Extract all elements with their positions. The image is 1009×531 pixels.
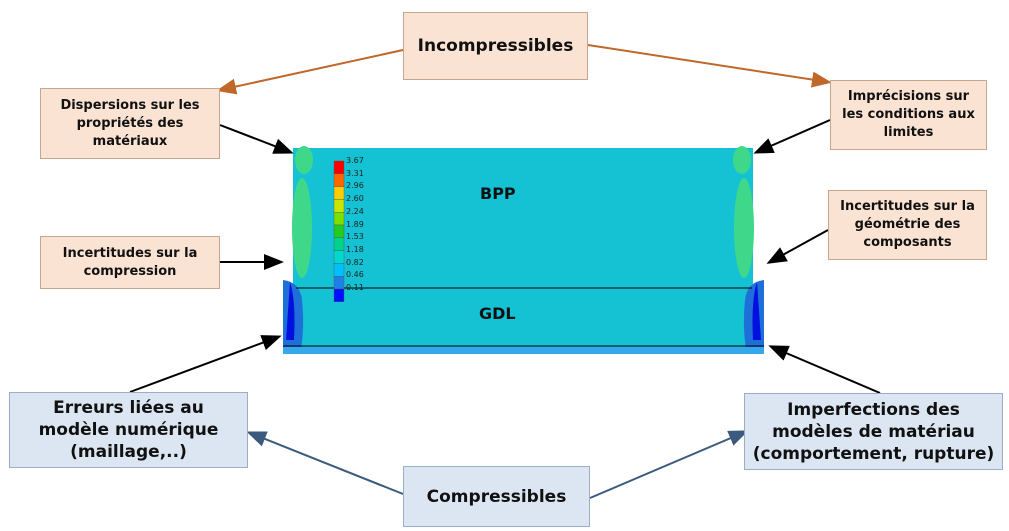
legend-value: 0.11 [346,283,364,292]
incompressibles-box: Incompressibles [403,12,588,80]
gdl-stress-right-inner [752,282,761,340]
bpp-stress-left-top [295,146,313,174]
legend-value: 2.96 [346,181,364,191]
arrow-geometrie [766,229,829,264]
legend-value: 1.53 [346,232,364,242]
bpp-stress-right-top [733,146,751,174]
dispersions-box: Dispersions sur les propriétés des matér… [40,88,220,159]
legend-value: 2.60 [346,194,364,204]
legend-swatch [333,288,345,303]
arrow-erreurs [129,335,282,393]
imperfections-box: Imperfections des modèles de matériau (c… [744,393,1003,470]
legend-value: 3.31 [346,168,364,178]
gdl-block [283,285,764,354]
arrow-incompressibles-right [587,44,832,88]
legend-value: 0.82 [346,257,364,267]
erreurs-box: Erreurs liées au modèle numérique (maill… [9,392,248,468]
bpp-stress-right [734,178,754,278]
compressibles-box: Compressibles [403,466,590,527]
bpp-block [293,148,753,289]
bpp-stress-left [292,178,312,278]
gdl-stress-left-inner [286,282,295,340]
arrow-imperfections [768,345,881,394]
imprecisions-box: Imprécisions sur les conditions aux limi… [830,80,987,150]
gdl-bottom-strip [283,347,764,354]
legend-value: 3.67 [346,156,364,165]
legend-value: 2.24 [346,206,364,216]
legend-value: 1.89 [346,219,364,229]
gdl-label: GDL [479,304,516,323]
legend-value: 0.46 [346,270,364,280]
arrow-dispersions [219,124,294,154]
geometrie-box: Incertitudes sur la géométrie des compos… [828,190,987,260]
arrow-compressibles-right [589,430,749,499]
arrow-incompressibles-left [216,49,404,95]
arrow-compressibles-left [246,431,404,495]
compression-box: Incertitudes sur la compression [40,236,220,289]
legend-value: 1.18 [346,244,364,254]
arrow-imprecisions [753,119,831,154]
bpp-label: BPP [480,184,516,203]
